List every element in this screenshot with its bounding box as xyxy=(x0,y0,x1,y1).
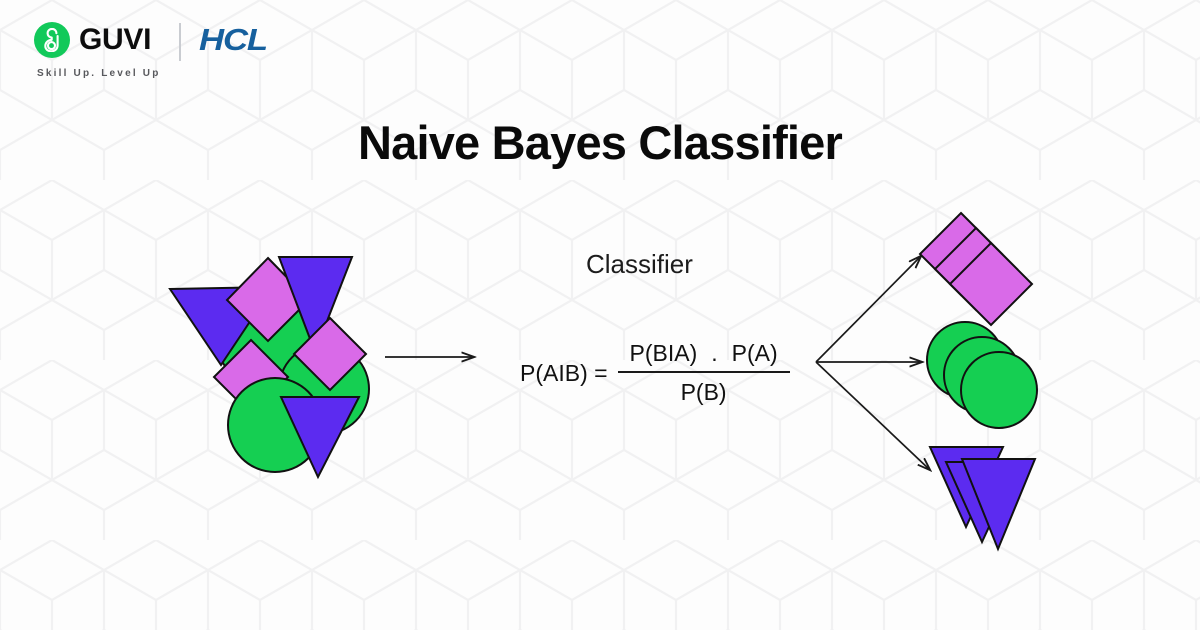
guvi-tagline: Skill Up. Level Up xyxy=(37,68,161,79)
input-diamond-orchid-right xyxy=(292,316,368,392)
input-diamond-orchid-left xyxy=(212,338,290,416)
output-circle-3 xyxy=(960,351,1038,429)
output-diamond-1 xyxy=(918,211,1004,297)
formula-left-hand-side: P(AIB) = xyxy=(520,359,608,386)
output-diamond-2 xyxy=(933,226,1019,312)
logo-divider xyxy=(178,23,181,61)
input-triangle-violet-top xyxy=(277,256,354,355)
input-circle-green xyxy=(215,284,321,390)
output-triangle-3 xyxy=(960,458,1037,552)
input-circle-green-bottom xyxy=(227,377,323,473)
output-triangle-2 xyxy=(944,461,1021,545)
classification-fan-arrows xyxy=(815,256,930,470)
formula-multiplication-dot: . xyxy=(711,340,718,366)
input-circle-green-right xyxy=(278,343,370,435)
fan-arrow-down xyxy=(815,361,930,470)
output-circle-1 xyxy=(926,321,1004,399)
page-title: Naive Bayes Classifier xyxy=(357,116,843,169)
formula-fraction-bar xyxy=(617,371,790,373)
formula-numerator-right: P(A) xyxy=(731,340,778,366)
formula-numerator-left: P(BIA) xyxy=(629,340,698,366)
guvi-g-mark-icon xyxy=(34,22,70,58)
formula-numerator: P(BIA) . P(A) xyxy=(624,340,784,371)
mixed-shapes-cluster xyxy=(168,256,370,480)
input-diamond-orchid-top xyxy=(225,256,311,343)
guvi-wordmark: GUVI xyxy=(79,23,152,56)
formula-denominator: P(B) xyxy=(680,379,727,405)
green-circle-group xyxy=(926,321,1038,429)
hcl-wordmark: HCL xyxy=(198,22,268,57)
classifier-label: Classifier xyxy=(586,249,693,279)
bayes-formula: P(AIB) = P(BIA) . P(A) P(B) xyxy=(520,340,790,406)
violet-triangle-group xyxy=(928,446,1037,552)
output-triangle-1 xyxy=(928,446,1005,530)
input-triangle-violet-bottom xyxy=(279,396,361,480)
output-circle-2 xyxy=(943,336,1021,414)
fan-arrow-up xyxy=(815,256,921,363)
formula-fraction: P(BIA) . P(A) P(B) xyxy=(617,340,790,406)
brand-logo-bar: GUVI Skill Up. Level Up HCL xyxy=(34,22,268,79)
guvi-logo-block: GUVI Skill Up. Level Up xyxy=(34,22,161,79)
orchid-diamond-group xyxy=(918,211,1034,327)
output-diamond-3 xyxy=(948,241,1034,327)
guvi-logo-row: GUVI xyxy=(34,22,161,58)
input-triangle-violet-left xyxy=(168,285,275,367)
